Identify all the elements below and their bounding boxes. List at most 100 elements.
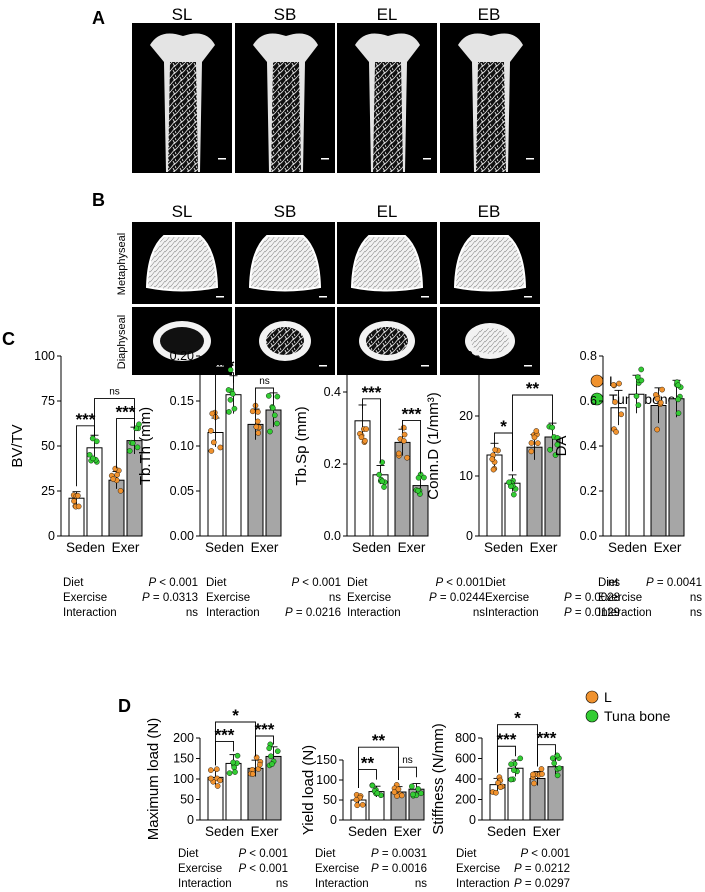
data-point	[126, 448, 133, 454]
bar	[526, 446, 543, 537]
y-tick-label: 0.0	[324, 529, 341, 543]
y-tick-label: 100	[316, 773, 337, 787]
femur-image-eb	[440, 23, 540, 173]
stats-label: Interaction	[485, 607, 539, 619]
data-point	[266, 745, 272, 752]
x-tick-label: Exer	[398, 540, 426, 555]
femur-image-sl	[132, 23, 232, 173]
data-point	[659, 386, 665, 393]
y-tick-label: 50	[323, 793, 337, 807]
stats-value: P < 0.001	[238, 863, 288, 875]
y-tick-label: 30	[459, 349, 473, 363]
data-point	[381, 484, 387, 490]
stats-label: Diet	[347, 577, 368, 589]
data-point	[556, 765, 563, 772]
data-point	[117, 488, 124, 494]
data-point	[549, 755, 556, 762]
significance-label: *	[514, 709, 521, 728]
stats-label: Interaction	[178, 878, 232, 890]
data-point	[269, 761, 275, 767]
data-point	[511, 491, 517, 498]
y-tick-label: 150	[173, 752, 194, 766]
row-label-metaphyseal: Metaphyseal	[116, 233, 128, 295]
y-tick-label: 0.0	[580, 529, 597, 543]
stats-value: P = 0.0244	[429, 592, 485, 604]
y-tick-label: 200	[173, 731, 194, 745]
data-point	[214, 766, 220, 772]
stats-row-diet: Diet P = 0.0041	[598, 576, 702, 591]
stats-label: Diet	[598, 577, 619, 589]
data-point	[394, 793, 400, 799]
data-point	[231, 405, 238, 412]
significance-label: ns	[109, 387, 120, 398]
group-label-sl-b: SL	[172, 202, 193, 221]
significance-label: **	[526, 379, 540, 398]
y-tick-label: 150	[316, 753, 337, 767]
data-point	[539, 771, 545, 777]
data-point	[658, 399, 664, 406]
data-point	[508, 776, 514, 783]
stats-value: P = 0.0016	[371, 863, 427, 875]
bar	[650, 405, 667, 537]
significance-label: ***	[76, 410, 96, 429]
data-point	[274, 420, 280, 427]
significance-bracket	[358, 746, 399, 788]
y-axis-label: Maximum load (N)	[145, 718, 162, 841]
x-tick-label: Seden	[608, 540, 647, 555]
data-point	[210, 439, 217, 446]
data-point	[508, 761, 514, 767]
row-label-diaphyseal: Diaphyseal	[116, 315, 128, 369]
stats-value: P = 0.0212	[514, 863, 570, 875]
stats-value: P = 0.0041	[646, 577, 702, 589]
x-tick-label: Seden	[66, 540, 105, 555]
data-point	[530, 771, 536, 778]
stats-label: Interaction	[598, 607, 652, 619]
data-point	[633, 393, 640, 399]
panel-label-c: C	[2, 329, 15, 349]
significance-bracket	[398, 766, 417, 780]
data-point	[267, 428, 273, 435]
data-point	[408, 783, 415, 790]
data-point	[551, 760, 558, 767]
significance-bracket	[215, 721, 256, 766]
data-point	[93, 438, 100, 445]
stats-value: P < 0.001	[520, 848, 570, 860]
data-point	[415, 786, 421, 792]
stats-value: P = 0.0028	[564, 592, 620, 604]
data-point	[638, 366, 645, 373]
group-label-sb-b: SB	[274, 202, 297, 221]
stats-value: P = 0.0129	[564, 607, 620, 619]
stats-label: Interaction	[63, 607, 117, 619]
x-tick-label: Exer	[654, 540, 682, 555]
data-point	[410, 791, 416, 798]
data-point	[112, 465, 119, 472]
data-point	[71, 498, 77, 504]
y-axis-label: Tb.Sp (mm)	[293, 406, 310, 485]
data-point	[528, 448, 535, 455]
legend-label-low-fat: L	[609, 373, 617, 389]
data-point	[634, 374, 641, 380]
data-point	[270, 405, 276, 411]
data-point	[257, 761, 263, 768]
stats-label: Interaction	[315, 878, 369, 890]
y-tick-label: 400	[455, 772, 476, 786]
data-point	[265, 393, 272, 399]
x-tick-label: Exer	[533, 824, 561, 839]
significance-label: ***	[402, 404, 422, 423]
stats-value: ns	[185, 607, 198, 619]
data-point	[253, 754, 260, 761]
y-tick-label: 100	[173, 772, 194, 786]
data-point	[230, 759, 237, 766]
data-point	[554, 772, 561, 779]
data-point	[547, 446, 553, 453]
stats-label: Interaction	[456, 878, 510, 890]
data-point	[554, 435, 561, 441]
